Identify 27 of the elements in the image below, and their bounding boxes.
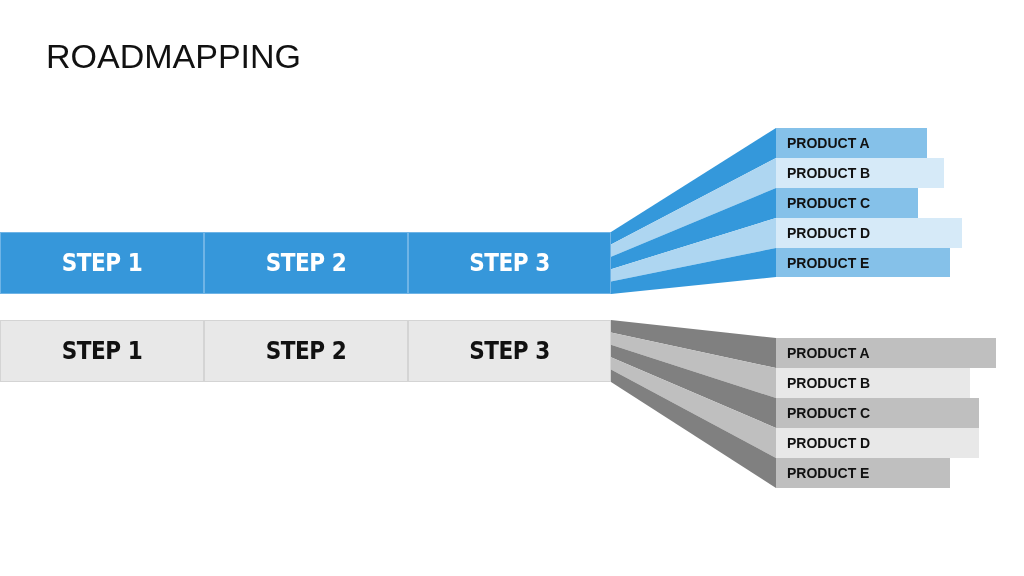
roadmap-step: STEP 3	[408, 320, 611, 382]
fan-band	[611, 188, 776, 270]
product-bar: PRODUCT E	[776, 248, 950, 277]
roadmap-step: STEP 2	[204, 232, 408, 294]
product-bar: PRODUCT D	[776, 428, 979, 458]
product-bar: PRODUCT B	[776, 368, 970, 398]
roadmap-step: STEP 1	[0, 320, 204, 382]
roadmap-step: STEP 2	[204, 320, 408, 382]
title: ROADMAPPING	[46, 36, 302, 76]
fan-band	[611, 369, 776, 488]
roadmap-step: STEP 3	[408, 232, 611, 294]
fan-band	[611, 128, 776, 245]
fan-band	[611, 344, 776, 428]
product-bar: PRODUCT A	[776, 128, 927, 158]
product-bar: PRODUCT C	[776, 398, 979, 428]
fan-band	[611, 332, 776, 398]
fan-band	[611, 320, 776, 368]
product-bar: PRODUCT E	[776, 458, 950, 488]
fan-band	[611, 218, 776, 282]
product-bar: PRODUCT B	[776, 158, 944, 188]
product-bar: PRODUCT D	[776, 218, 962, 248]
roadmap-step: STEP 1	[0, 232, 204, 294]
product-bar: PRODUCT A	[776, 338, 996, 368]
product-bar: PRODUCT C	[776, 188, 918, 218]
fan-band	[611, 357, 776, 458]
fan-band	[611, 248, 776, 294]
fan-band	[611, 158, 776, 257]
